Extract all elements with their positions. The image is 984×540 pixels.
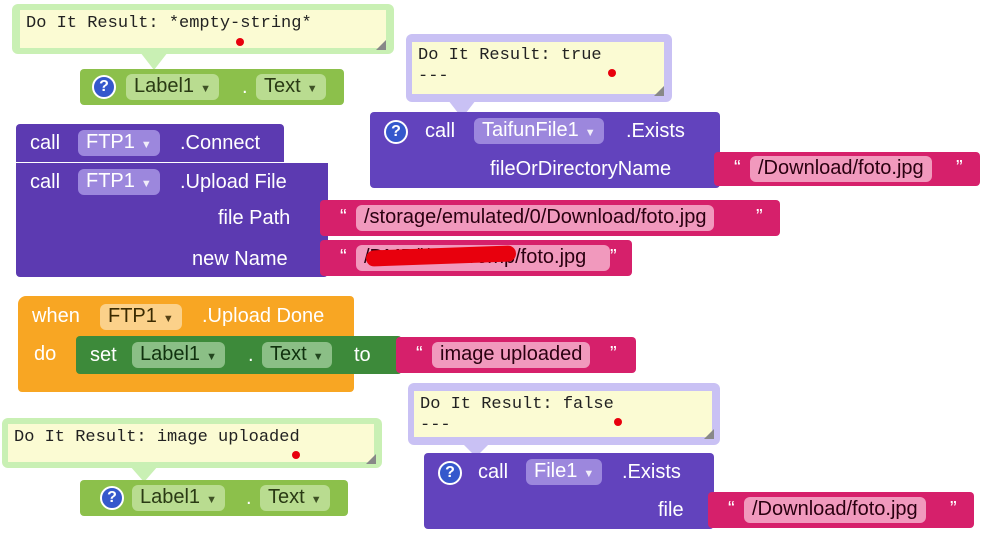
do-it-result-bubble: Do It Result: image uploaded [2,418,382,468]
bubble-pointer [130,466,158,482]
do-it-result-bubble: Do It Result: false --- [408,383,720,445]
chevron-down-icon: ▼ [583,468,595,480]
component-dropdown[interactable]: FTP1▼ [78,169,160,195]
call-keyword: call [425,120,456,142]
chevron-down-icon: ▼ [310,494,322,506]
close-quote: ” [610,246,617,268]
help-icon[interactable]: ? [438,461,462,485]
chevron-down-icon: ▼ [306,83,318,95]
property-dropdown[interactable]: Text▼ [262,342,332,368]
close-quote: ” [610,343,617,365]
call-keyword: call [30,171,61,193]
call-keyword: call [478,461,509,483]
bubble-pointer [140,52,168,70]
chevron-down-icon: ▼ [200,83,211,95]
text-value-field[interactable]: /Download/foto.jpg [750,156,932,182]
red-dot-marker [608,69,616,77]
open-quote: “ [416,343,423,365]
component-dropdown[interactable]: Label1▼ [132,485,225,511]
method-name: .Upload File [180,171,287,193]
call-keyword: call [30,132,61,154]
component-dropdown[interactable]: FTP1▼ [78,130,160,156]
chevron-down-icon: ▼ [312,351,324,363]
close-quote: ” [756,206,763,228]
chevron-down-icon: ▼ [140,178,152,190]
chevron-down-icon: ▼ [584,127,596,139]
to-keyword: to [354,344,371,366]
method-name: .Connect [180,132,261,154]
red-dot-marker [292,451,300,459]
open-quote: “ [340,246,347,268]
do-it-result-bubble: Do It Result: *empty-string* [12,4,394,54]
param-label: fileOrDirectoryName [490,158,672,180]
do-it-result-text: Do It Result: false --- [414,391,712,437]
close-quote: ” [956,157,963,179]
help-icon[interactable]: ? [92,75,116,99]
method-name: .Exists [622,461,681,483]
red-dot-marker [236,38,244,46]
component-dropdown[interactable]: FTP1▼ [100,304,182,330]
component-dropdown[interactable]: TaifunFile1▼ [474,118,604,144]
close-quote: ” [950,498,957,520]
open-quote: “ [728,498,735,520]
property-dropdown[interactable]: Text▼ [256,74,326,100]
set-keyword: set [90,344,117,366]
event-name: .Upload Done [202,305,325,327]
file-exists-call-block[interactable]: ? call File1▼ .Exists file [424,453,714,529]
resize-handle-icon[interactable] [376,40,386,50]
help-icon[interactable]: ? [384,120,408,144]
text-value-field[interactable]: /storage/emulated/0/Download/foto.jpg [356,205,715,231]
dot-separator: . [246,487,252,509]
text-string-block[interactable]: “ image uploaded ” [396,337,636,373]
open-quote: “ [340,206,347,228]
text-value-field[interactable]: image uploaded [432,342,591,368]
do-it-result-bubble: Do It Result: true --- [406,34,672,102]
label-text-getter-block[interactable]: ? Label1▼ . Text▼ [80,69,344,105]
resize-handle-icon[interactable] [654,86,664,96]
resize-handle-icon[interactable] [366,454,376,464]
param-label-new-name: new Name [192,248,288,270]
text-string-block[interactable]: “ /Download/foto.jpg ” [708,492,974,528]
ftp-connect-call-block[interactable]: call FTP1▼ .Connect [16,124,284,162]
do-it-result-text: Do It Result: image uploaded [8,424,374,462]
text-value-field[interactable]: /Download/foto.jpg [744,497,926,523]
chevron-down-icon: ▼ [206,494,217,506]
taifun-exists-call-block[interactable]: ? call TaifunFile1▼ .Exists fileOrDirect… [370,112,720,188]
method-name: .Exists [626,120,685,142]
red-dot-marker [614,418,622,426]
do-it-result-text: Do It Result: *empty-string* [20,10,386,48]
param-label-file-path: file Path [218,207,291,229]
set-label-text-block[interactable]: set Label1▼ . Text▼ to [76,336,402,374]
label-text-getter-block[interactable]: ? Label1▼ . Text▼ [80,480,348,516]
component-dropdown[interactable]: File1▼ [526,459,603,485]
component-dropdown[interactable]: Label1▼ [132,342,225,368]
dot-separator: . [248,344,254,366]
chevron-down-icon: ▼ [162,313,174,325]
chevron-down-icon: ▼ [140,139,152,151]
when-keyword: when [32,305,80,327]
resize-handle-icon[interactable] [704,429,714,439]
dot-separator: . [242,76,248,98]
property-dropdown[interactable]: Text▼ [260,485,330,511]
do-keyword: do [34,343,57,365]
do-it-result-text: Do It Result: true --- [412,42,664,94]
open-quote: “ [734,157,741,179]
text-string-block[interactable]: “ /DMP/i/NDT/emp/foto.jpg ” [320,240,632,276]
ftp-upload-call-block[interactable]: call FTP1▼ .Upload File file Path new Na… [16,163,328,277]
chevron-down-icon: ▼ [206,351,217,363]
text-string-block[interactable]: “ /storage/emulated/0/Download/foto.jpg … [320,200,780,236]
component-dropdown[interactable]: Label1▼ [126,74,219,100]
help-icon[interactable]: ? [100,486,124,510]
text-string-block[interactable]: “ /Download/foto.jpg ” [714,152,980,186]
param-label: file [658,499,684,521]
